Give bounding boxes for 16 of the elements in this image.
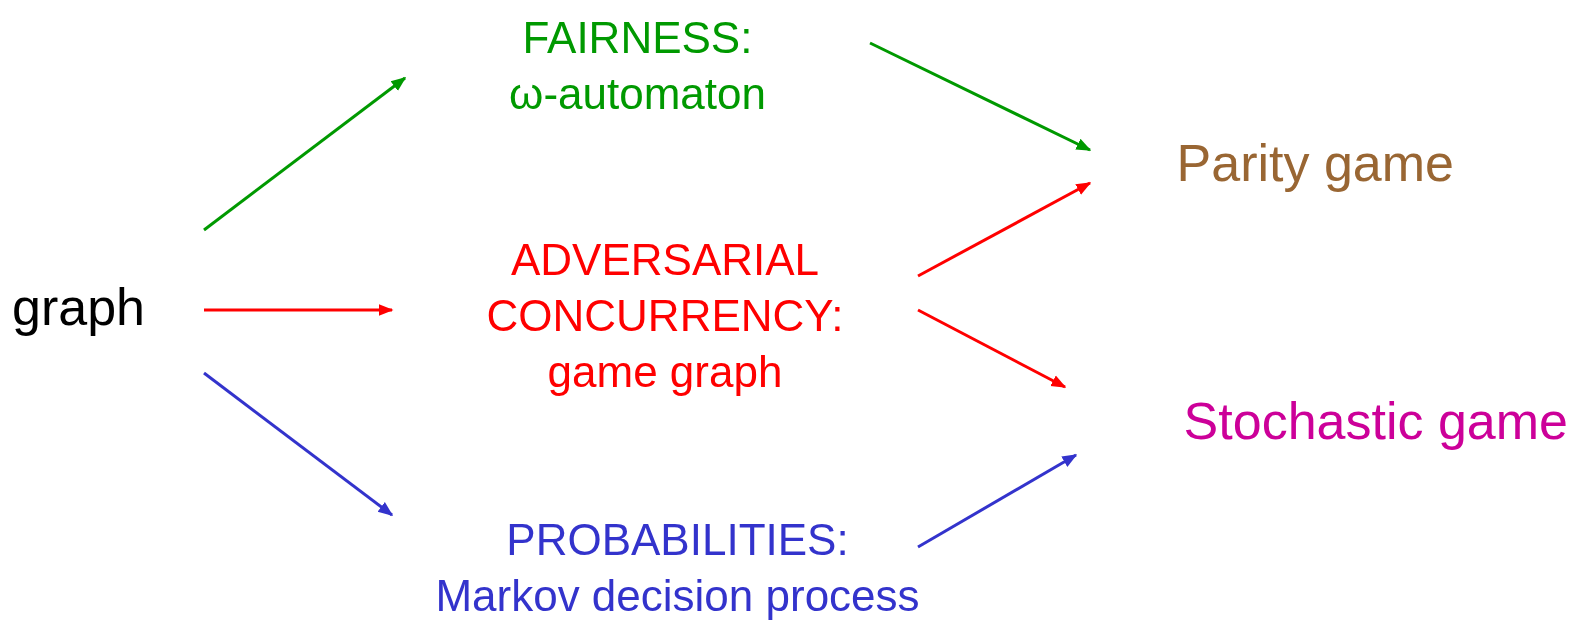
- arrow: [917, 453, 1078, 549]
- node-label: Markov decision process: [434, 570, 921, 622]
- node-label: ω-automaton: [508, 68, 767, 120]
- arrow: [917, 181, 1092, 278]
- node-label: Stochastic game: [1182, 391, 1568, 452]
- node-heading: PROBABILITIES:: [505, 514, 850, 566]
- arrow: [869, 41, 1092, 152]
- node-label: game graph: [546, 346, 784, 398]
- node-label: Parity game: [1175, 133, 1454, 194]
- arrow: [203, 76, 407, 232]
- node-heading: ADVERSARIAL CONCURRENCY:: [485, 234, 845, 342]
- arrow: [203, 371, 394, 517]
- arrow: [204, 304, 394, 316]
- node-heading: FAIRNESS:: [521, 12, 754, 64]
- node-label: graph: [12, 277, 146, 338]
- arrow: [917, 308, 1067, 389]
